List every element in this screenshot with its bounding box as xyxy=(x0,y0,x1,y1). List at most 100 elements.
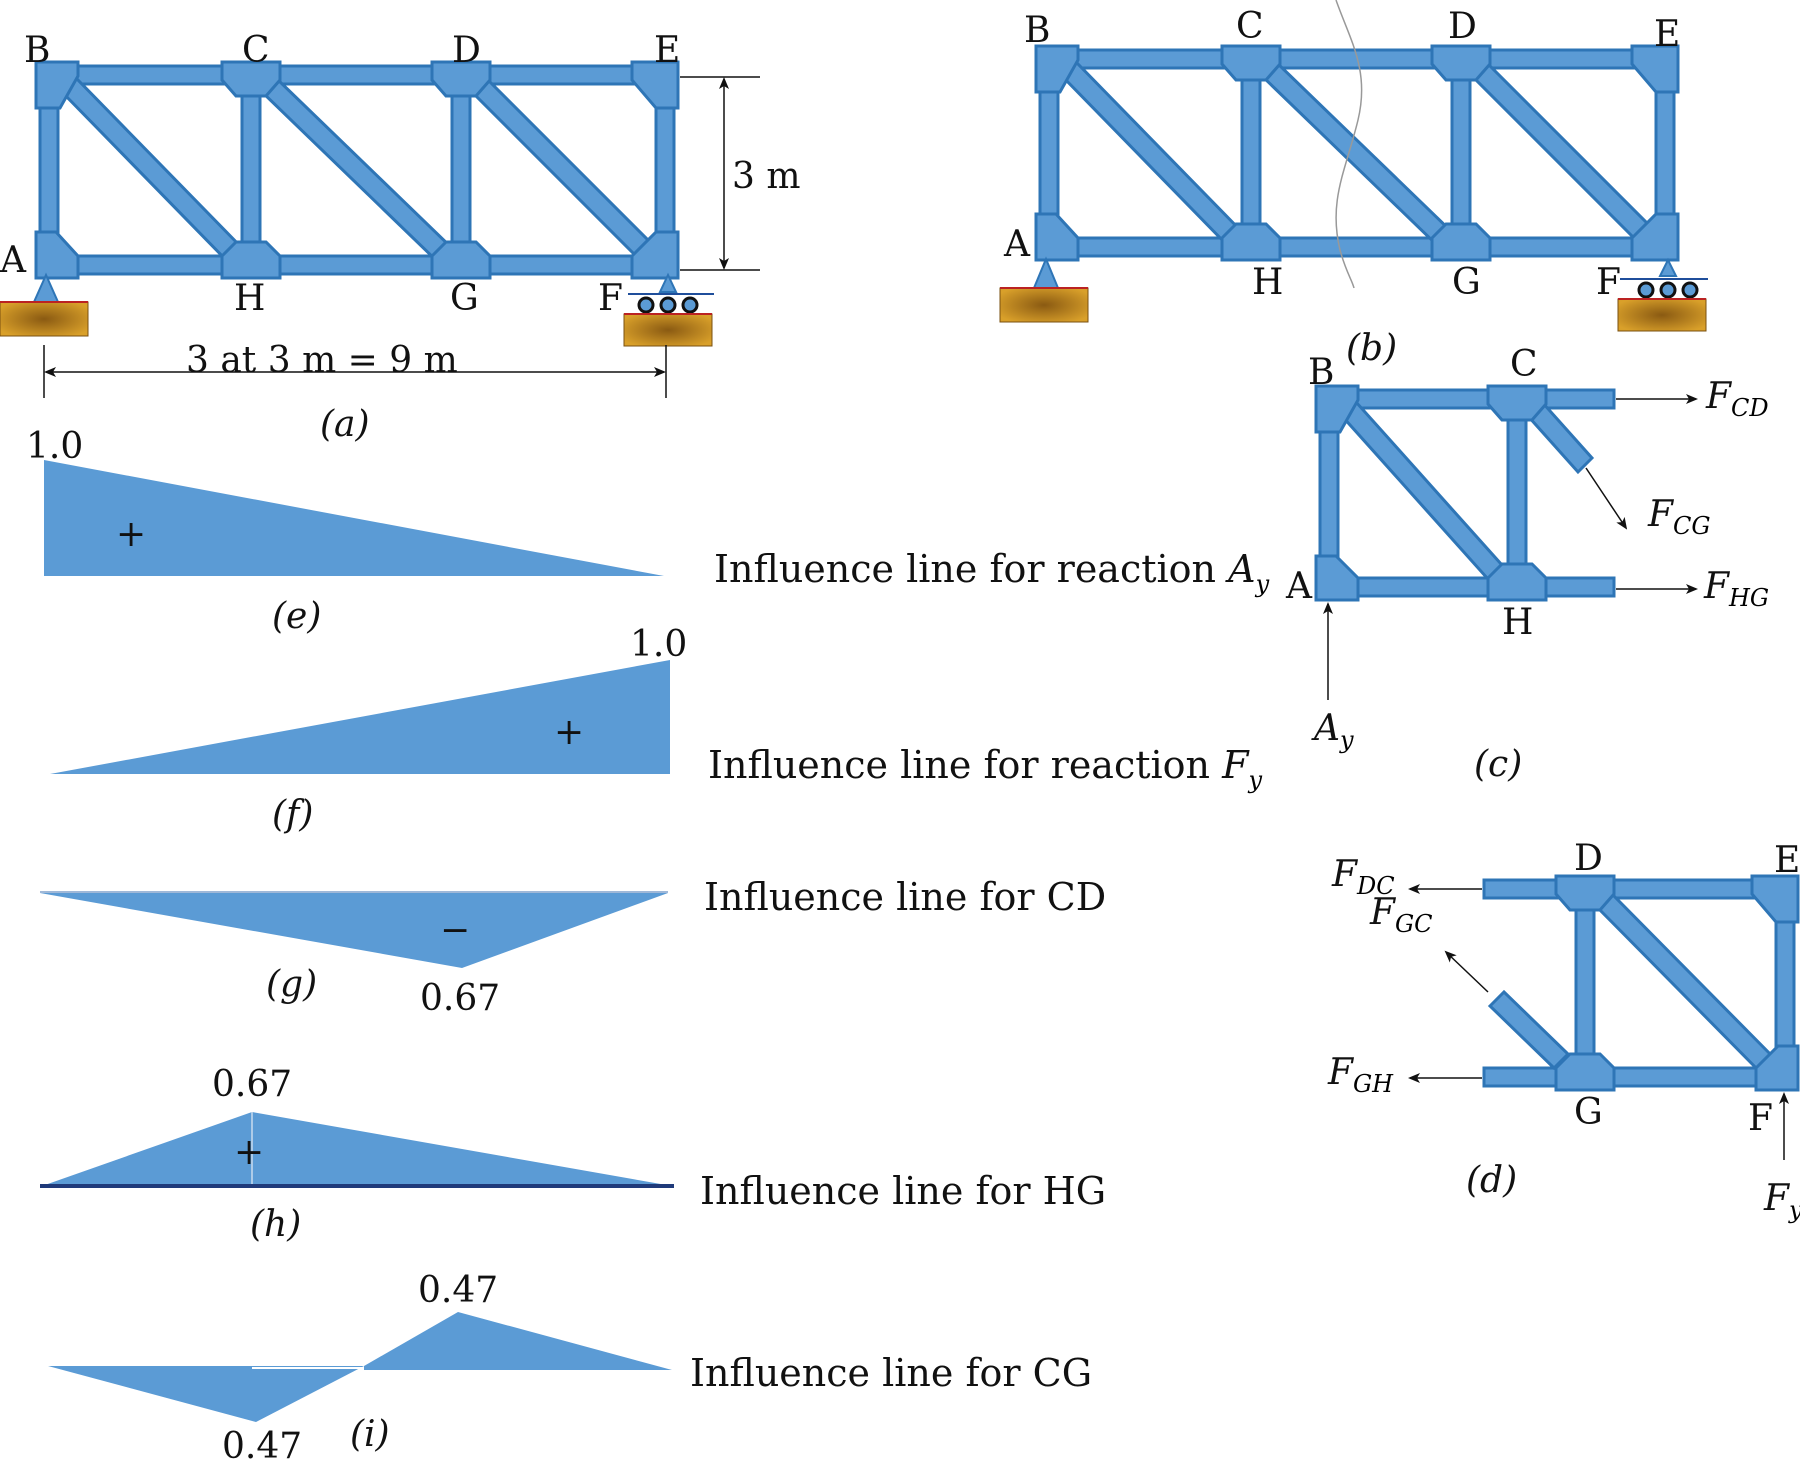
gusset-B xyxy=(1314,384,1360,434)
il-area-HG xyxy=(42,1112,672,1186)
joint-label-H: H xyxy=(234,278,265,319)
il-area-CG-positive xyxy=(364,1312,672,1370)
il-title: Influence line for CD xyxy=(704,875,1106,919)
ground-F xyxy=(623,313,713,347)
bottom-chord-AH xyxy=(1318,576,1616,598)
roller-wheel xyxy=(681,296,699,314)
force-label-FGH: FGH xyxy=(1327,1052,1394,1098)
joint-label-H: H xyxy=(1502,602,1533,643)
force-label-FGC: FGC xyxy=(1369,892,1433,938)
caption-e: (e) xyxy=(272,596,321,637)
il-positive-value: 0.47 xyxy=(418,1270,498,1311)
force-arrow-FGC xyxy=(1444,950,1489,993)
height-label: 3 m xyxy=(732,156,800,197)
caption-i: (i) xyxy=(350,1414,390,1455)
roller-wheel xyxy=(637,296,655,314)
gusset-D xyxy=(1554,874,1616,912)
gusset-B xyxy=(34,60,80,110)
top-chord-DE xyxy=(1482,878,1796,900)
section-cut-line xyxy=(1335,0,1363,289)
joint-label-F: F xyxy=(1748,1098,1773,1139)
force-label-FCD: FCD xyxy=(1705,376,1769,422)
il-negative-value: 0.47 xyxy=(222,1426,302,1461)
il-sign: + xyxy=(116,514,146,555)
il-peak-value: 0.67 xyxy=(212,1064,292,1105)
force-arrow-FCG xyxy=(1585,467,1628,530)
diagonal-DF xyxy=(469,75,661,267)
influence-line-i: 0.47 0.47 Influence line for CG (i) xyxy=(48,1270,1092,1461)
il-peak-value: 0.67 xyxy=(420,978,500,1019)
influence-line-g: − 0.67 Influence line for CD (g) xyxy=(40,875,1106,1019)
joint-label-C: C xyxy=(1510,344,1538,385)
joint-label-B: B xyxy=(1024,10,1050,51)
il-sign: − xyxy=(440,910,470,951)
il-area-CG-negative xyxy=(48,1366,364,1422)
force-label-FHG: FHG xyxy=(1703,566,1769,612)
joint-label-C: C xyxy=(1236,6,1264,47)
joint-label-E: E xyxy=(1774,840,1800,881)
gusset-D xyxy=(430,60,492,98)
gusset-C xyxy=(220,60,282,98)
joint-label-B: B xyxy=(1308,352,1334,393)
joint-label-E: E xyxy=(654,30,680,71)
influence-line-e: 1.0 + Influence line for reaction Ay (e) xyxy=(26,426,1270,637)
joint-label-F: F xyxy=(1596,262,1621,303)
ground-A xyxy=(0,301,89,337)
il-title: Influence line for HG xyxy=(700,1169,1106,1213)
caption-b: (b) xyxy=(1346,328,1397,369)
gusset-C xyxy=(1486,384,1548,422)
il-sign: + xyxy=(234,1132,264,1173)
influence-line-f: 1.0 + Influence line for reaction Fy (f) xyxy=(50,624,1262,835)
span-label: 3 at 3 m = 9 m xyxy=(186,340,458,381)
joint-label-D: D xyxy=(1448,6,1477,47)
gusset-F xyxy=(1754,1044,1800,1092)
gusset-F xyxy=(1630,212,1680,262)
joint-label-F: F xyxy=(598,278,623,319)
caption-c: (c) xyxy=(1474,744,1522,785)
il-title: Influence line for CG xyxy=(690,1351,1092,1395)
diagonal-DF xyxy=(1469,59,1661,251)
caption-d: (d) xyxy=(1466,1160,1517,1201)
gusset-H xyxy=(1220,222,1282,262)
gusset-G xyxy=(1430,222,1492,262)
reaction-label-Ay: Ay xyxy=(1311,708,1354,754)
joint-label-A: A xyxy=(0,240,27,281)
ground-A xyxy=(999,287,1089,323)
gusset-G xyxy=(1554,1052,1616,1092)
joint-label-G: G xyxy=(1452,262,1481,303)
diagonal-DF xyxy=(1593,889,1783,1081)
gusset-G xyxy=(430,240,492,280)
il-title: Influence line for reaction Fy xyxy=(708,743,1262,794)
reaction-label-Fy: Fy xyxy=(1763,1178,1800,1224)
roller-support-F xyxy=(658,272,678,293)
free-body-c: B C A H FCD FCG FHG Ay (c) xyxy=(1285,344,1769,785)
force-label-FDC: FDC xyxy=(1331,854,1395,900)
roller-wheel xyxy=(1681,281,1699,299)
gusset-A xyxy=(1314,554,1360,602)
truss-b: B C D E A H G F (b) xyxy=(999,0,1708,369)
gusset-H xyxy=(220,240,282,280)
gusset-E xyxy=(1750,874,1800,924)
joint-label-G: G xyxy=(1574,1092,1603,1133)
joint-label-G: G xyxy=(450,278,479,319)
force-label-FCG: FCG xyxy=(1647,494,1711,540)
il-area-Fy xyxy=(50,660,670,774)
joint-label-C: C xyxy=(242,30,270,71)
gusset-H xyxy=(1486,562,1548,602)
joint-label-A: A xyxy=(1003,224,1031,265)
gusset-E xyxy=(630,60,680,110)
il-title: Influence line for reaction Ay xyxy=(714,547,1270,598)
joint-label-B: B xyxy=(24,30,50,71)
diagonal-BH xyxy=(59,75,247,267)
joint-label-E: E xyxy=(1654,14,1680,55)
gusset-F xyxy=(630,230,680,280)
caption-f: (f) xyxy=(272,794,313,835)
caption-g: (g) xyxy=(266,964,317,1005)
gusset-A xyxy=(34,230,80,280)
gusset-C xyxy=(1220,44,1282,82)
joint-label-D: D xyxy=(1574,838,1603,879)
il-peak-value: 1.0 xyxy=(630,624,687,665)
bottom-chord xyxy=(1038,236,1676,258)
gusset-D xyxy=(1430,44,1492,82)
